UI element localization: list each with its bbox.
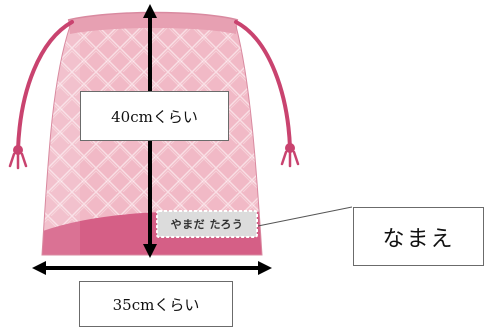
name-tag-icon	[156, 210, 258, 238]
name-label: なまえ	[353, 207, 484, 266]
name-tag-text: やまだ たろう	[170, 218, 244, 231]
height-label: 40cmくらい	[80, 91, 229, 141]
drawstring-cords	[8, 20, 300, 170]
name-leader-line	[257, 206, 353, 227]
width-label: 35cmくらい	[79, 281, 233, 327]
width-arrow	[32, 261, 272, 275]
